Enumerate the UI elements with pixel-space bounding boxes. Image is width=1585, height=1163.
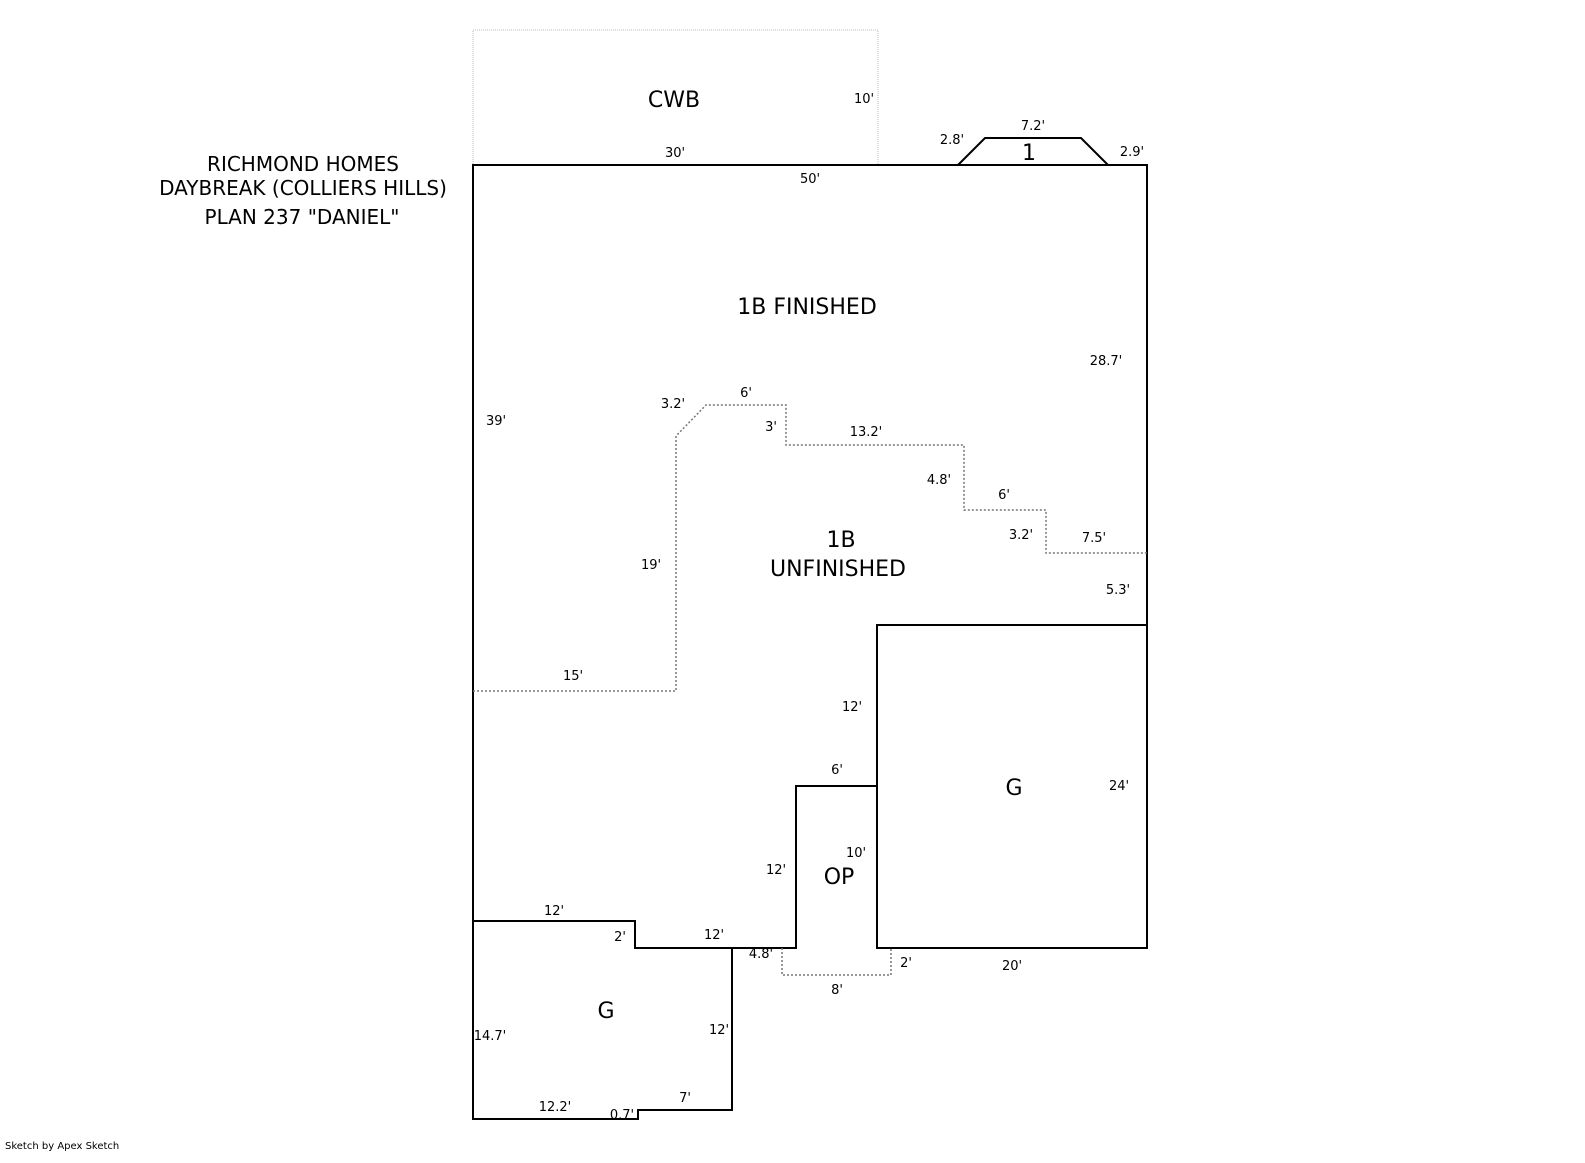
dimension-labels: 10' 30' 50' 2.8' 7.2' 2.9' 28.7' 39' 3.2… — [474, 92, 1144, 1123]
dim-label: 12.2' — [539, 1100, 572, 1115]
area-label-unfinished-2: UNFINISHED — [770, 557, 906, 582]
area-label-open-porch: OP — [824, 865, 855, 890]
dim-label: 15' — [563, 669, 583, 684]
dim-label: 12' — [842, 700, 862, 715]
dim-label: 0.7' — [610, 1108, 634, 1123]
dim-label: 6' — [740, 386, 752, 401]
dim-label: 6' — [998, 488, 1010, 503]
dim-label: 3' — [765, 420, 777, 435]
dim-label: 19' — [641, 558, 661, 573]
dim-label: 4.8' — [927, 473, 951, 488]
dim-label: 10' — [854, 92, 874, 107]
dim-label: 2' — [614, 930, 626, 945]
area-label-unfinished-1: 1B — [826, 528, 855, 553]
main-outline — [472, 164, 1148, 921]
finished-boundary-line — [473, 404, 1147, 692]
dim-label: 7.5' — [1082, 531, 1106, 546]
dim-label: 28.7' — [1090, 354, 1123, 369]
area-label-porch: 1 — [1022, 141, 1036, 166]
dim-label: 12' — [544, 904, 564, 919]
dim-label: 5.3' — [1106, 583, 1130, 598]
dim-label: 14.7' — [474, 1029, 507, 1044]
area-label-garage-left: G — [597, 999, 614, 1024]
dim-label: 6' — [831, 763, 843, 778]
dim-label: 12' — [766, 863, 786, 878]
title-line-1: RICHMOND HOMES — [207, 152, 399, 176]
dim-label: 24' — [1109, 779, 1129, 794]
area-label-finished: 1B FINISHED — [737, 295, 877, 320]
dim-label: 7.2' — [1021, 119, 1045, 134]
dim-label: 4.8' — [749, 947, 773, 962]
dim-label: 2.8' — [940, 133, 964, 148]
dim-label: 3.2' — [661, 397, 685, 412]
dim-label: 39' — [486, 414, 506, 429]
dim-label: 2' — [900, 956, 912, 971]
porch-outline — [957, 137, 1109, 166]
main-bottom-outline — [473, 785, 877, 949]
dim-label: 50' — [800, 172, 820, 187]
dim-label: 13.2' — [850, 425, 883, 440]
sketch-credit: Sketch by Apex Sketch — [5, 1141, 119, 1152]
dim-label: 8' — [831, 983, 843, 998]
dim-label: 2.9' — [1120, 145, 1144, 160]
dim-label: 12' — [709, 1023, 729, 1038]
area-label-garage-right: G — [1005, 776, 1022, 801]
left-garage-outline — [472, 921, 733, 1120]
right-garage-outline — [876, 624, 1148, 949]
dim-label: 20' — [1002, 959, 1022, 974]
dim-label: 7' — [679, 1091, 691, 1106]
op-extension-outline — [781, 948, 892, 976]
dim-label: 12' — [704, 928, 724, 943]
dim-label: 3.2' — [1009, 528, 1033, 543]
area-label-cwb: CWB — [648, 88, 700, 113]
title-line-2: DAYBREAK (COLLIERS HILLS) — [159, 176, 447, 200]
title-line-3: PLAN 237 "DANIEL" — [205, 205, 400, 229]
dim-label: 10' — [846, 846, 866, 861]
dim-label: 30' — [665, 146, 685, 161]
